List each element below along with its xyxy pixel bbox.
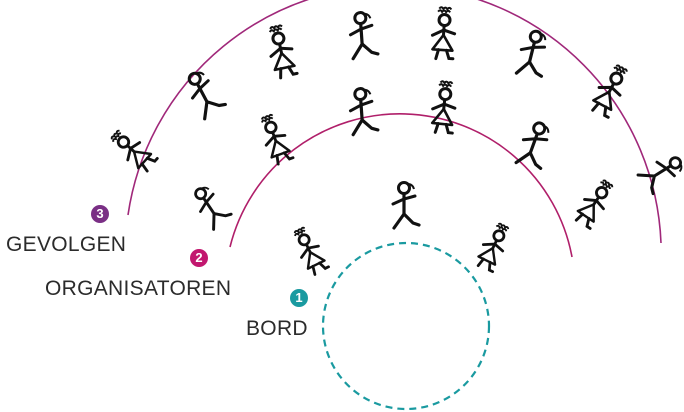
stick-figure-icon [106,124,160,176]
inner-circle-bord [321,241,491,411]
stick-figure-icon [570,175,619,231]
stick-figure-icon [255,111,295,168]
ring-label-organisatoren: ORGANISATOREN [45,277,232,300]
stick-figure-icon [586,60,634,120]
stick-figure-icon [472,219,515,274]
outer-arc-gevolgen [127,0,662,244]
stick-figure-icon [187,180,235,232]
stick-figure-icon [513,27,554,81]
stick-figure-icon [636,149,684,197]
ring-label-bord: BORD [246,317,308,340]
stick-figure-icon [347,9,380,61]
stick-figure-icon [428,79,460,136]
ring-number-badge-1: 1 [290,289,308,307]
stick-figure-icon [391,180,421,230]
stick-figure-icon [263,22,299,81]
stick-figure-icon [429,5,458,62]
stick-figure-icon [288,223,331,278]
middle-arc-organisatoren [229,113,573,258]
ring-number-badge-2: 2 [190,249,208,267]
stick-figure-icon [347,85,380,137]
ring-label-gevolgen: GEVOLGEN [6,233,127,256]
stick-figure-icon [180,65,229,121]
ring-number-badge-3: 3 [91,205,109,223]
